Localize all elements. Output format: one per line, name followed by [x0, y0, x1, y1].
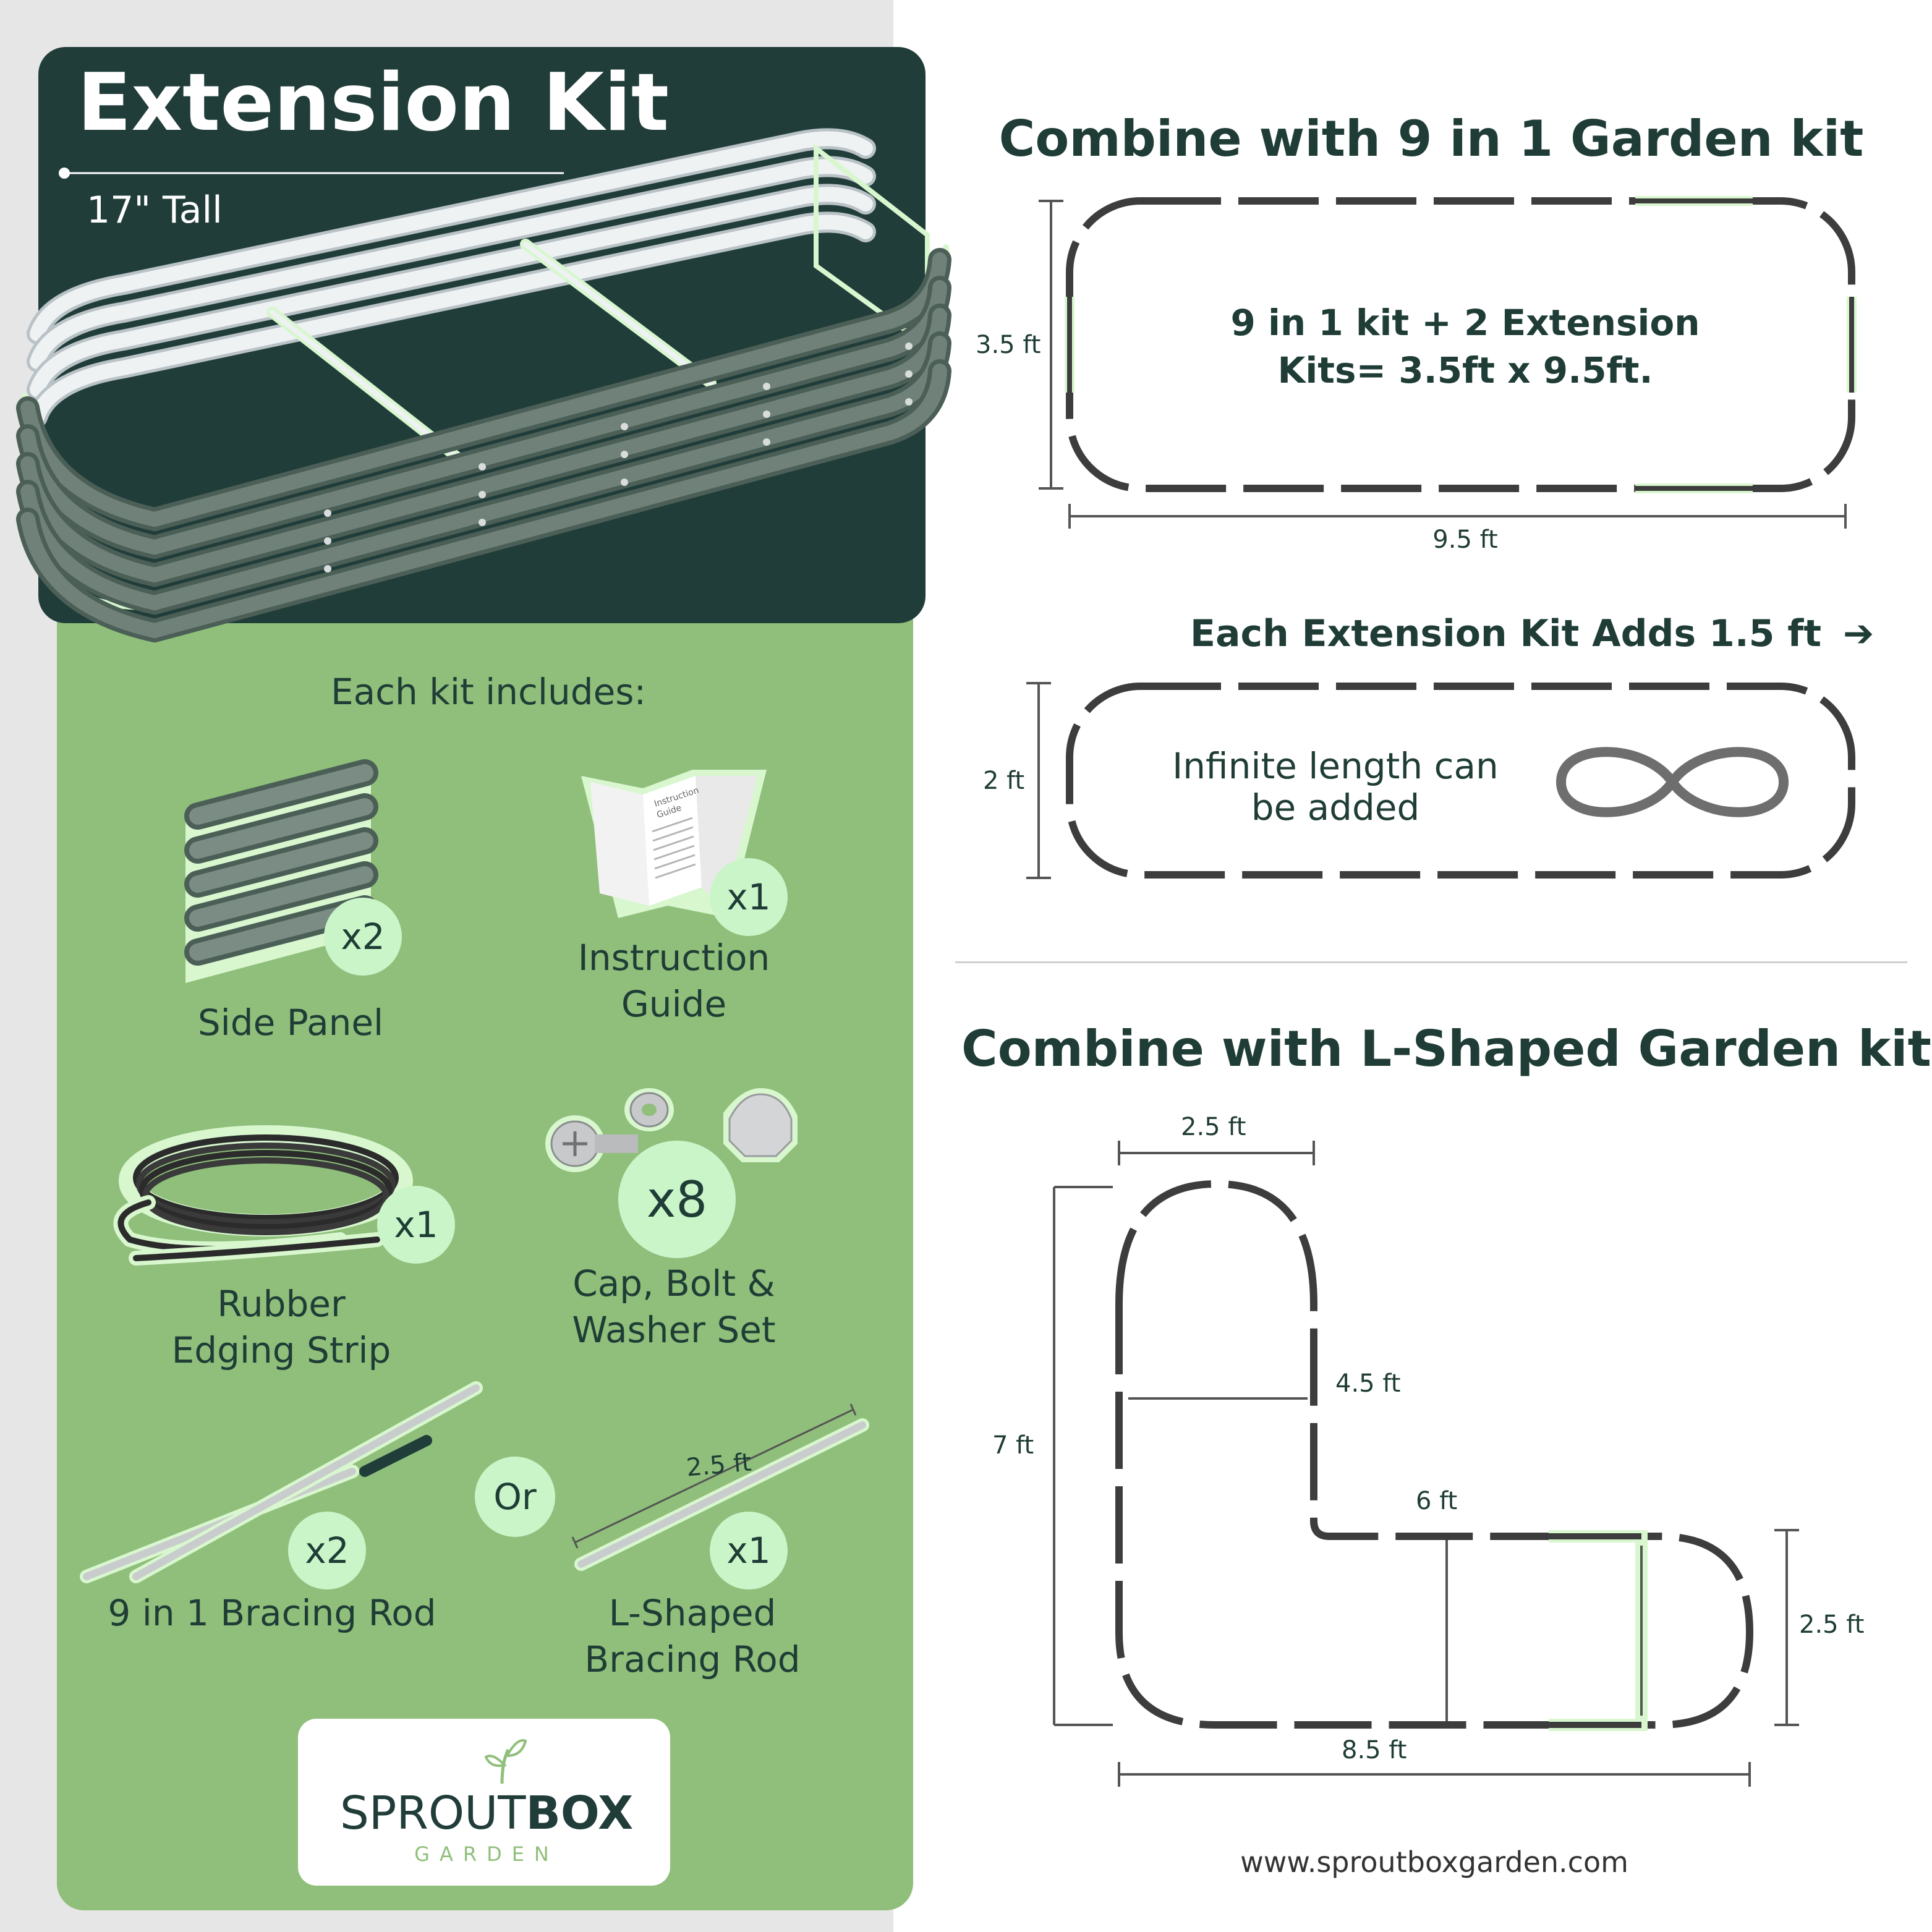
section2-center-line1: Infinite length can [1172, 745, 1499, 787]
garden-bed-illustration [16, 128, 951, 643]
section3-top-width-label: 2.5 ft [1181, 1113, 1246, 1141]
section2-center-line2: be added [1251, 786, 1420, 828]
logo-wordmark-light: SPROUT [339, 1787, 526, 1840]
l-shaped-rod-qty-badge: x1 [710, 1512, 788, 1589]
or-badge: Or [475, 1457, 555, 1537]
hardware-set-icon [545, 1088, 798, 1172]
instruction-guide-label-line1: Instruction [577, 937, 770, 979]
brand-logo: SPROUTBOX GARDEN [298, 1719, 670, 1886]
logo-tagline: GARDEN [414, 1842, 559, 1866]
section-divider [955, 961, 1907, 963]
bracing-rod-qty-badge: x2 [288, 1512, 366, 1589]
section3-arm-length-label: 6 ft [1416, 1487, 1458, 1515]
page-title: Extension Kit [77, 57, 670, 149]
section1-diagram [1039, 196, 1857, 529]
section3-bottom-width-label: 8.5 ft [1342, 1736, 1407, 1764]
section1-center-line2: Kits= 3.5ft x 9.5ft. [1277, 349, 1653, 391]
l-shaped-rod-label-line2: Bracing Rod [584, 1638, 801, 1680]
section3-inner-height-label: 4.5 ft [1335, 1369, 1401, 1398]
bracing-rod-label: 9 in 1 Bracing Rod [108, 1592, 436, 1634]
rubber-strip-icon [113, 1125, 413, 1266]
section1-title: Combine with 9 in 1 Garden kit [998, 110, 1864, 168]
right-arrow-icon: ➔ [1842, 612, 1875, 655]
website-url[interactable]: www.sproutboxgarden.com [1240, 1845, 1628, 1879]
side-panel-label: Side Panel [197, 1002, 384, 1044]
l-shaped-rod-label-line1: L-Shaped [608, 1592, 777, 1634]
bracing-rod-icon [80, 1381, 483, 1583]
section2-height-label: 2 ft [983, 767, 1025, 795]
logo-wordmark-bold: BOX [526, 1787, 634, 1840]
section1-center-line1: 9 in 1 kit + 2 Extension [1230, 302, 1700, 344]
hardware-set-label-line1: Cap, Bolt & [572, 1262, 775, 1304]
section1-height-label: 3.5 ft [976, 331, 1041, 359]
sprout-icon [484, 1739, 527, 1784]
section2-title: Each Extension Kit Adds 1.5 ft ➔ [1190, 612, 1874, 655]
hardware-set-label-line2: Washer Set [572, 1309, 776, 1351]
side-panel-qty-badge: x2 [324, 898, 402, 976]
section3-arm-height-label: 2.5 ft [1799, 1611, 1865, 1639]
section2-title-text: Each Extension Kit Adds 1.5 ft [1190, 612, 1822, 655]
rubber-strip-label-line1: Rubber [217, 1283, 346, 1325]
instruction-guide-label-line2: Guide [621, 983, 727, 1025]
section1-width-label: 9.5 ft [1432, 526, 1498, 554]
title-underline [59, 168, 564, 179]
hardware-set-qty-badge: x8 [618, 1141, 736, 1258]
section3-diagram [1053, 1141, 1799, 1787]
rubber-strip-label-line2: Edging Strip [171, 1329, 391, 1371]
height-subtitle: 17" Tall [87, 189, 223, 232]
section3-total-height-label: 7 ft [992, 1431, 1034, 1460]
l-shaped-rod-dimension: 2.5 ft [685, 1448, 753, 1483]
instruction-guide-qty-badge: x1 [710, 858, 788, 936]
rubber-strip-qty-badge: x1 [377, 1186, 455, 1264]
l-shaped-rod-icon [571, 1403, 869, 1571]
section3-title: Combine with L-Shaped Garden kit [961, 1020, 1931, 1078]
kit-includes-label: Each kit includes: [330, 671, 647, 713]
section2-diagram [1026, 682, 1855, 879]
